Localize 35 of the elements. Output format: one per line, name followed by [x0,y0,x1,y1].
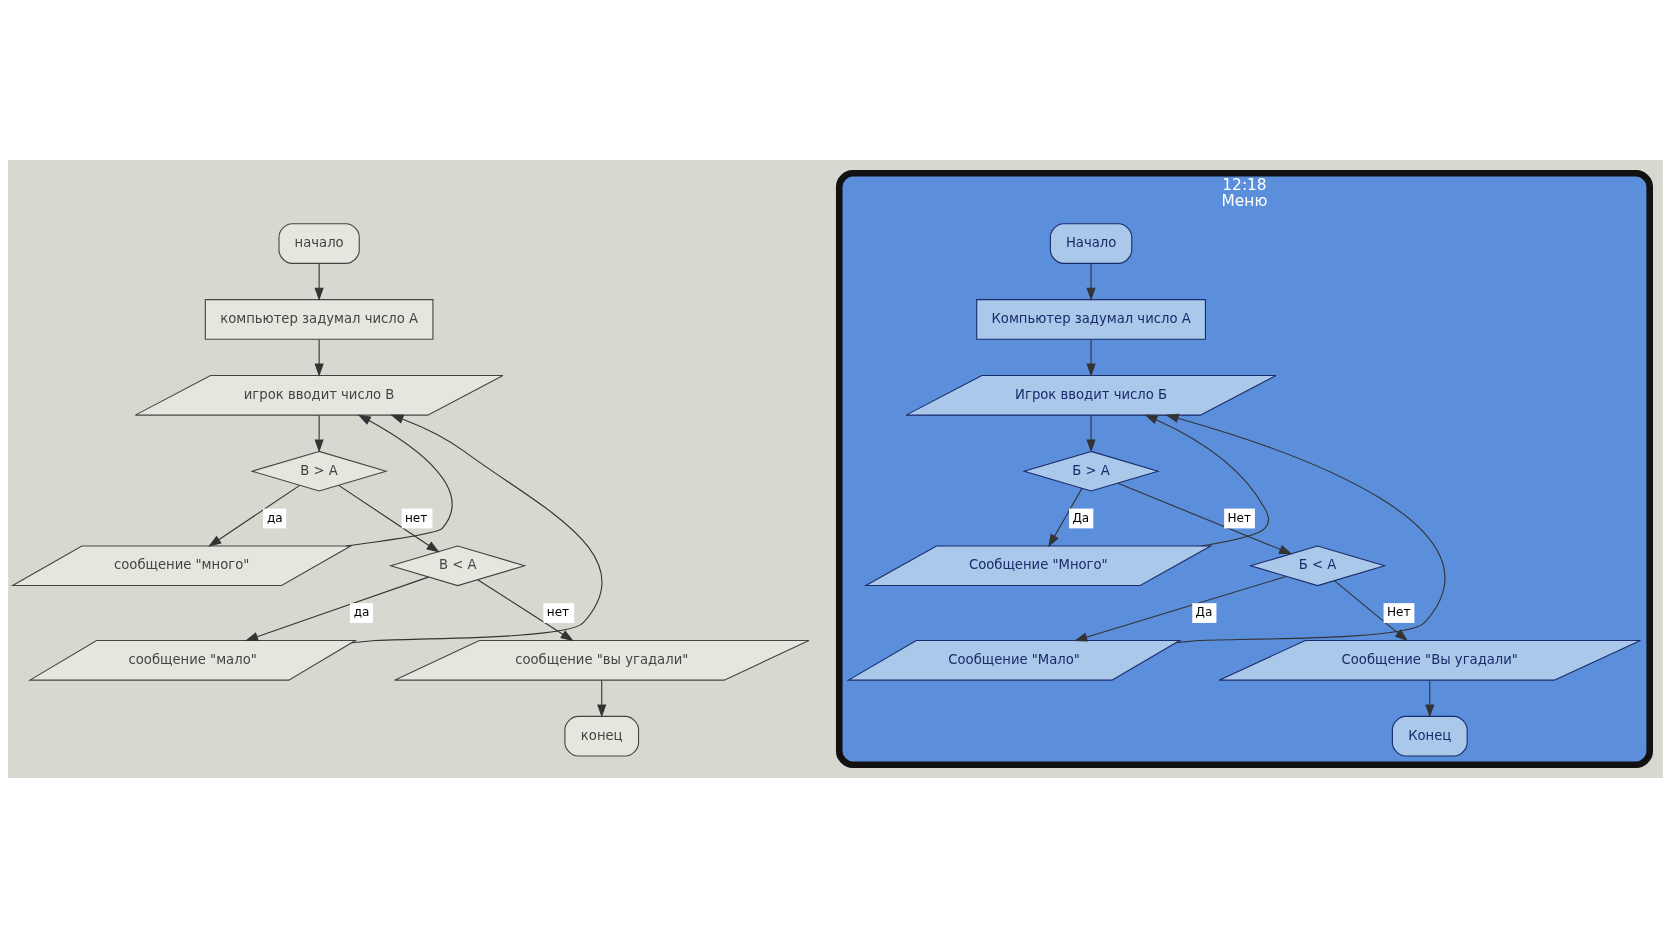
node-diamond: В > А [250,450,388,492]
arrow [1144,414,1270,547]
edge-label: да [266,510,283,525]
edge-label: нет [546,605,570,620]
arrow [1165,413,1446,644]
edge-label: да [353,605,370,620]
edge-label: Нет [1227,510,1251,525]
edge-label: нет [404,510,428,525]
arrow [1086,338,1096,377]
arrow [208,484,301,547]
node-box: Начало [1049,223,1133,264]
arrow [1074,575,1287,642]
arrow [314,414,324,453]
arrow [244,576,429,642]
edge-label: Нет [1386,605,1411,620]
node-diamond: В < А [388,545,527,587]
node-box: конец [564,715,640,757]
arrow [1086,263,1096,301]
arrow [314,263,324,301]
arrow [1425,679,1435,718]
arrow [597,679,607,718]
arrow [1086,414,1096,453]
edge-label: Да [1195,605,1213,620]
edge-label: Да [1072,510,1090,525]
node-box: компьютер задумал число А [204,299,434,340]
arrow [1334,580,1408,642]
arrow [345,414,453,547]
arrow [314,338,324,377]
node-diamond: Б > А [1022,450,1160,492]
node-box: начало [278,223,360,264]
arrow [1048,487,1083,548]
node-box: Компьютер задумал число А [976,299,1206,340]
node-box: Конец [1391,715,1468,757]
arrow [1117,482,1293,555]
arrow [338,484,440,553]
